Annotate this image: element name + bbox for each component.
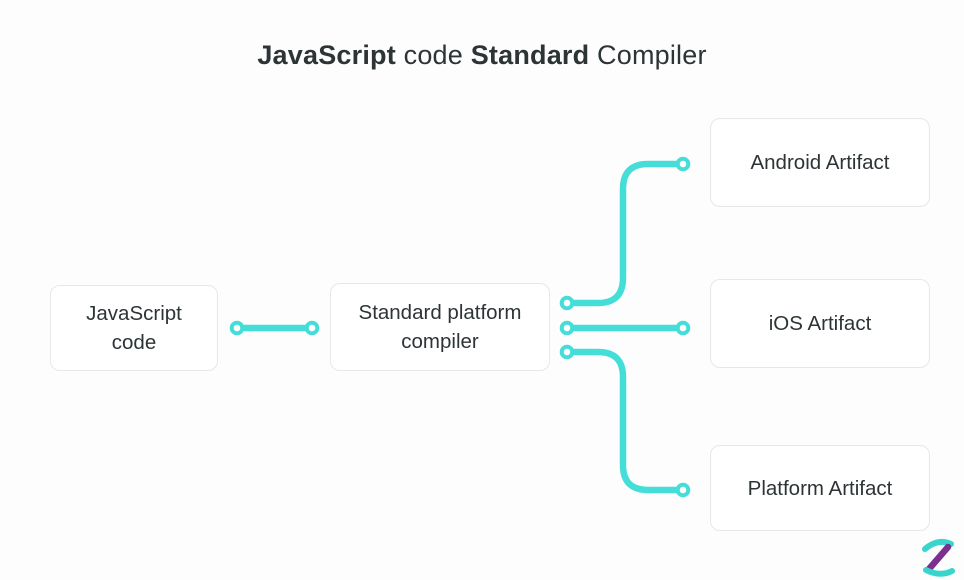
connector-endpoint [675, 156, 691, 172]
diagram-title: JavaScript code Standard Compiler [0, 40, 964, 71]
node-ios-artifact: iOS Artifact [710, 279, 930, 368]
title-part: JavaScript [257, 40, 396, 70]
title-part: Compiler [589, 40, 707, 70]
connector-endpoint [559, 295, 575, 311]
node-platform-artifact: Platform Artifact [710, 445, 930, 531]
node-javascript-code: JavaScript code [50, 285, 218, 371]
title-part: Standard [470, 40, 590, 70]
connector-endpoint [559, 320, 575, 336]
connector-compiler-platform [567, 348, 683, 494]
node-standard-platform-compiler: Standard platform compiler [330, 283, 550, 371]
node-label: Standard platform compiler [358, 301, 522, 353]
connector-endpoint [304, 320, 320, 336]
connector-endpoint [559, 344, 575, 360]
connector-endpoint [229, 320, 245, 336]
node-label: Android Artifact [750, 151, 890, 174]
z-logo-top-stroke [922, 538, 954, 552]
connector-endpoint [675, 320, 691, 336]
z-logo-bottom-stroke [923, 567, 955, 577]
connector-endpoint [675, 482, 691, 498]
z-logo-diagonal-stroke [925, 543, 952, 573]
node-label: iOS Artifact [768, 312, 872, 335]
title-part: code [395, 40, 471, 70]
node-label: Platform Artifact [747, 476, 893, 500]
node-label: JavaScript code [86, 302, 182, 354]
connector-compiler-android [567, 160, 683, 307]
node-android-artifact: Android Artifact [710, 118, 930, 207]
